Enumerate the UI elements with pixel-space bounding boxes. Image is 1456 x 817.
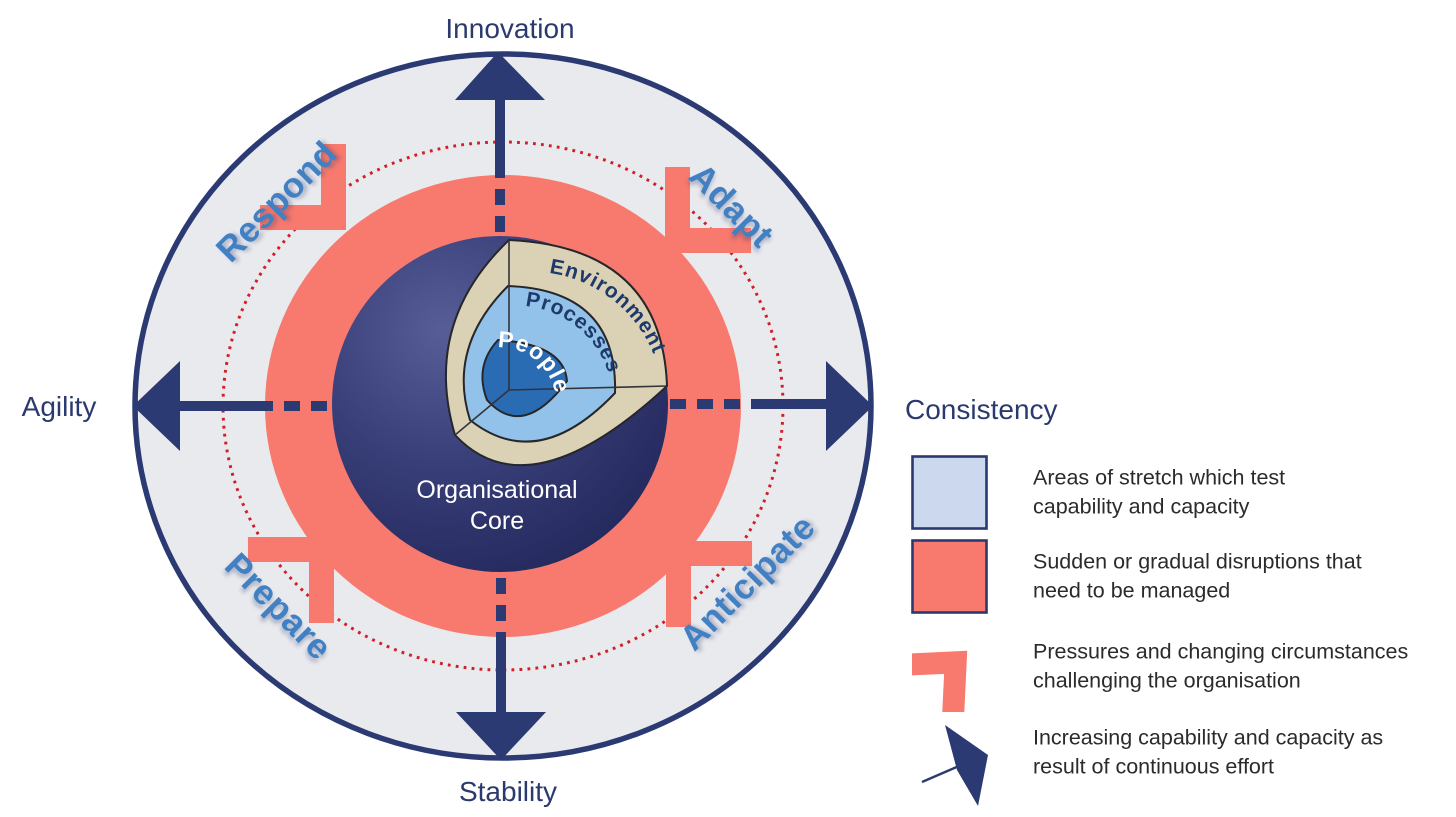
- adapt-chevron-icon: [665, 166, 752, 253]
- axis-label-innovation: Innovation: [445, 13, 575, 44]
- anticipate-chevron-icon: [666, 541, 753, 628]
- axis-label-agility: Agility: [21, 391, 97, 422]
- axis-label-consistency: Consistency: [905, 394, 1058, 425]
- wedge-radial-lines: [454, 240, 668, 436]
- agility-arrow: [133, 361, 327, 451]
- core-cutaway-wedge: Environment Processes People: [445, 238, 669, 466]
- organisational-core-label: Organisational Core: [416, 475, 577, 538]
- pressure-chevrons: [247, 143, 753, 628]
- prepare-chevron-icon: [247, 537, 334, 624]
- respond-chevron-icon: [259, 143, 346, 230]
- people-layer: [481, 338, 569, 417]
- axis-arrows: [133, 52, 873, 760]
- organisational-core-line2: Core: [469, 507, 525, 535]
- axis-label-stability: Stability: [458, 776, 558, 807]
- stability-arrow: [456, 578, 546, 760]
- organisational-core-line1: Organisational: [416, 475, 578, 504]
- consistency-arrow: [670, 361, 873, 451]
- innovation-arrow: [455, 52, 545, 232]
